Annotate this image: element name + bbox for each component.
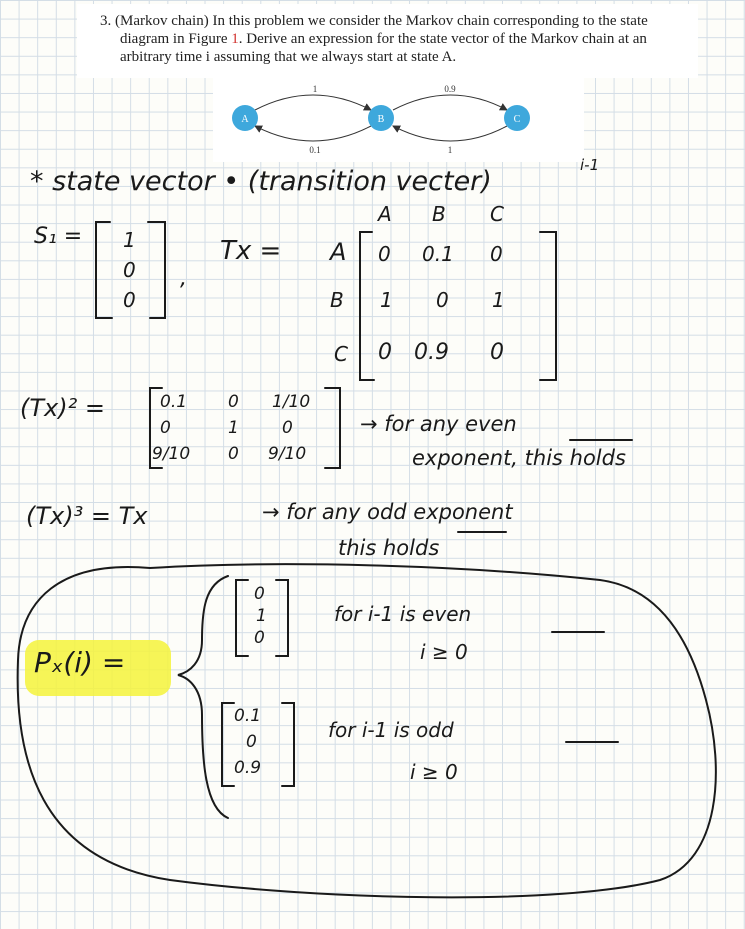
tx-cell: 0 — [378, 340, 392, 365]
probability-label: Pₓ(i) = — [34, 646, 126, 679]
tx-row-label-c: C — [334, 342, 348, 366]
case2-value-0: 0.1 — [234, 706, 262, 726]
tx2-left-bracket — [149, 387, 163, 469]
node-a-label: A — [241, 114, 249, 125]
tx-cell: 0.1 — [422, 242, 454, 266]
s1-label: S₁ = — [34, 224, 83, 249]
case1-condition-2: i ≥ 0 — [420, 640, 468, 664]
s1-value-2: 0 — [123, 288, 136, 312]
tx2-cell: 0 — [282, 418, 293, 438]
node-c-label: C — [514, 114, 521, 125]
node-c — [504, 105, 530, 131]
tx-cell: 0.9 — [414, 340, 449, 365]
edge-label-b-a: 0.1 — [309, 145, 320, 155]
problem-line-1: 3. (Markov chain) In this problem we con… — [100, 12, 684, 30]
highlighter-mark — [25, 640, 171, 696]
problem-text-2b: . Derive an expression for the state vec… — [238, 31, 647, 47]
tx-label: Tx = — [220, 236, 282, 266]
problem-number: 3. — [100, 13, 112, 29]
col-header-c: C — [490, 202, 504, 226]
problem-line-3: arbitrary time i assuming that we always… — [100, 48, 684, 66]
tx-squared-label: (Tx)² = — [20, 394, 105, 422]
edge-b-a — [254, 125, 372, 142]
odd-note-line-2: this holds — [338, 536, 440, 560]
state-diagram-svg: 1 0.1 0.9 1 A B C — [232, 84, 530, 155]
tx-cell: 0 — [436, 288, 449, 312]
heading-exponent: i-1 — [580, 156, 600, 174]
tx2-cell: 0 — [228, 444, 239, 464]
tx2-cell: 1/10 — [272, 392, 311, 412]
edge-a-b — [254, 94, 372, 111]
odd-note-line-1: → for any odd exponent — [262, 500, 513, 524]
case2-condition-1: for i-1 is odd — [328, 718, 454, 742]
tx-cell: 0 — [490, 242, 503, 266]
problem-line-2: diagram in Figure 1. Derive an expressio… — [100, 30, 684, 48]
col-header-b: B — [432, 202, 446, 226]
tx-row-label-a: A — [330, 238, 347, 266]
col-header-a: A — [378, 202, 392, 226]
s1-value-0: 1 — [123, 228, 136, 252]
case1-right-bracket — [275, 579, 289, 657]
case2-value-2: 0.9 — [234, 758, 262, 778]
tx-cell: 0 — [490, 340, 504, 365]
case1-condition-1: for i-1 is even — [334, 602, 472, 626]
node-b — [368, 105, 394, 131]
s1-left-bracket — [95, 221, 113, 319]
case1-left-bracket — [235, 579, 249, 657]
tx2-cell: 9/10 — [268, 444, 307, 464]
even-note-line-1: → for any even — [360, 412, 517, 436]
tx2-right-bracket — [324, 387, 341, 469]
case2-right-bracket — [281, 702, 295, 787]
problem-text-3: arbitrary time i assuming that we always… — [120, 49, 457, 65]
case2-value-1: 0 — [246, 732, 257, 752]
edge-c-b — [392, 125, 508, 142]
problem-statement: 3. (Markov chain) In this problem we con… — [77, 4, 698, 78]
node-b-label: B — [378, 114, 385, 125]
tx-cell: 1 — [380, 288, 393, 312]
figure-reference-link[interactable]: 1 — [231, 31, 239, 47]
tx-cell: 0 — [378, 242, 391, 266]
edge-label-c-b: 1 — [448, 145, 453, 155]
tx-cell: 1 — [492, 288, 505, 312]
edge-label-a-b: 1 — [313, 84, 318, 94]
s1-right-bracket — [147, 221, 166, 319]
tx-row-label-b: B — [330, 288, 344, 312]
tx2-cell: 0.1 — [160, 392, 188, 412]
problem-text-1: In this problem we consider the Markov c… — [212, 13, 648, 29]
edge-label-b-c: 0.9 — [444, 84, 456, 94]
tx2-cell: 0 — [228, 392, 239, 412]
state-vector-heading: * state vector • (transition vecter) — [30, 166, 492, 197]
case1-value-0: 0 — [254, 584, 265, 604]
problem-text-2a: diagram in Figure — [120, 31, 228, 47]
s1-value-1: 0 — [123, 258, 136, 282]
tx2-cell: 0 — [160, 418, 171, 438]
tx2-cell: 9/10 — [152, 444, 191, 464]
tx-right-bracket — [539, 231, 557, 381]
solution-enclosure — [16, 563, 717, 899]
case1-value-2: 0 — [254, 628, 265, 648]
even-note-line-2: exponent, this holds — [412, 446, 626, 470]
s1-comma: , — [180, 266, 187, 291]
tx-cubed-equation: (Tx)³ = Tx — [26, 502, 148, 530]
piecewise-brace — [177, 575, 229, 819]
tx-left-bracket — [359, 231, 375, 381]
edge-b-c — [392, 94, 508, 111]
node-a — [232, 105, 258, 131]
case1-value-1: 1 — [256, 606, 267, 626]
case2-condition-2: i ≥ 0 — [410, 760, 458, 784]
case2-left-bracket — [221, 702, 235, 787]
state-diagram: 1 0.1 0.9 1 A B C — [213, 78, 584, 162]
problem-title: (Markov chain) — [115, 13, 209, 29]
tx2-cell: 1 — [228, 418, 239, 438]
